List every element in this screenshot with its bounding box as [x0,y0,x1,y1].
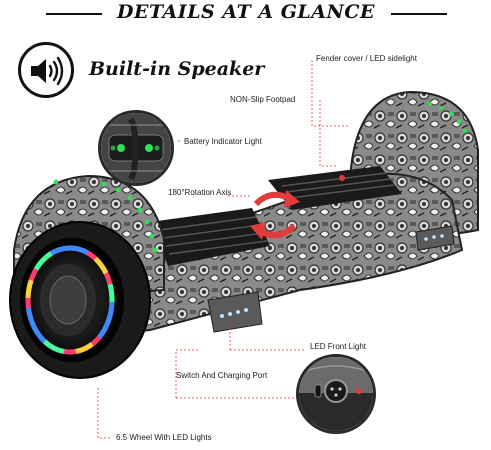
front-sidelight-leds [53,179,158,253]
speaker-icon [18,42,74,98]
callout-battery: Battery Indicator Light [184,137,262,146]
front-footpad [150,208,270,266]
callout-front-light: LED Front Light [310,342,367,351]
callout-fender: Fender cover / LED sidelight [316,54,417,63]
front-led-light [207,291,263,333]
callout-footpad: NON-Slip Footpad [230,95,296,104]
charging-port-inset [296,354,376,434]
callout-leaders [97,60,350,439]
header-rule-left [46,13,102,15]
speaker-feature-label: Built-in Speaker [89,58,265,80]
header-rule-right [391,13,447,15]
front-led-wheel [9,221,151,379]
page-title: DETAILS AT A GLANCE [117,1,375,23]
callout-switch-port: Switch And Charging Port [176,371,268,380]
callout-wheel: 6.5 Wheel With LED Lights [116,433,212,442]
rear-footpad [268,166,402,210]
rotation-axis-arrows [250,190,300,240]
callout-rotation: 180°Rotation Axis [168,188,232,197]
rear-sidelight-leds [427,101,468,134]
rear-led-light [415,225,455,251]
battery-indicator-inset [98,110,174,186]
